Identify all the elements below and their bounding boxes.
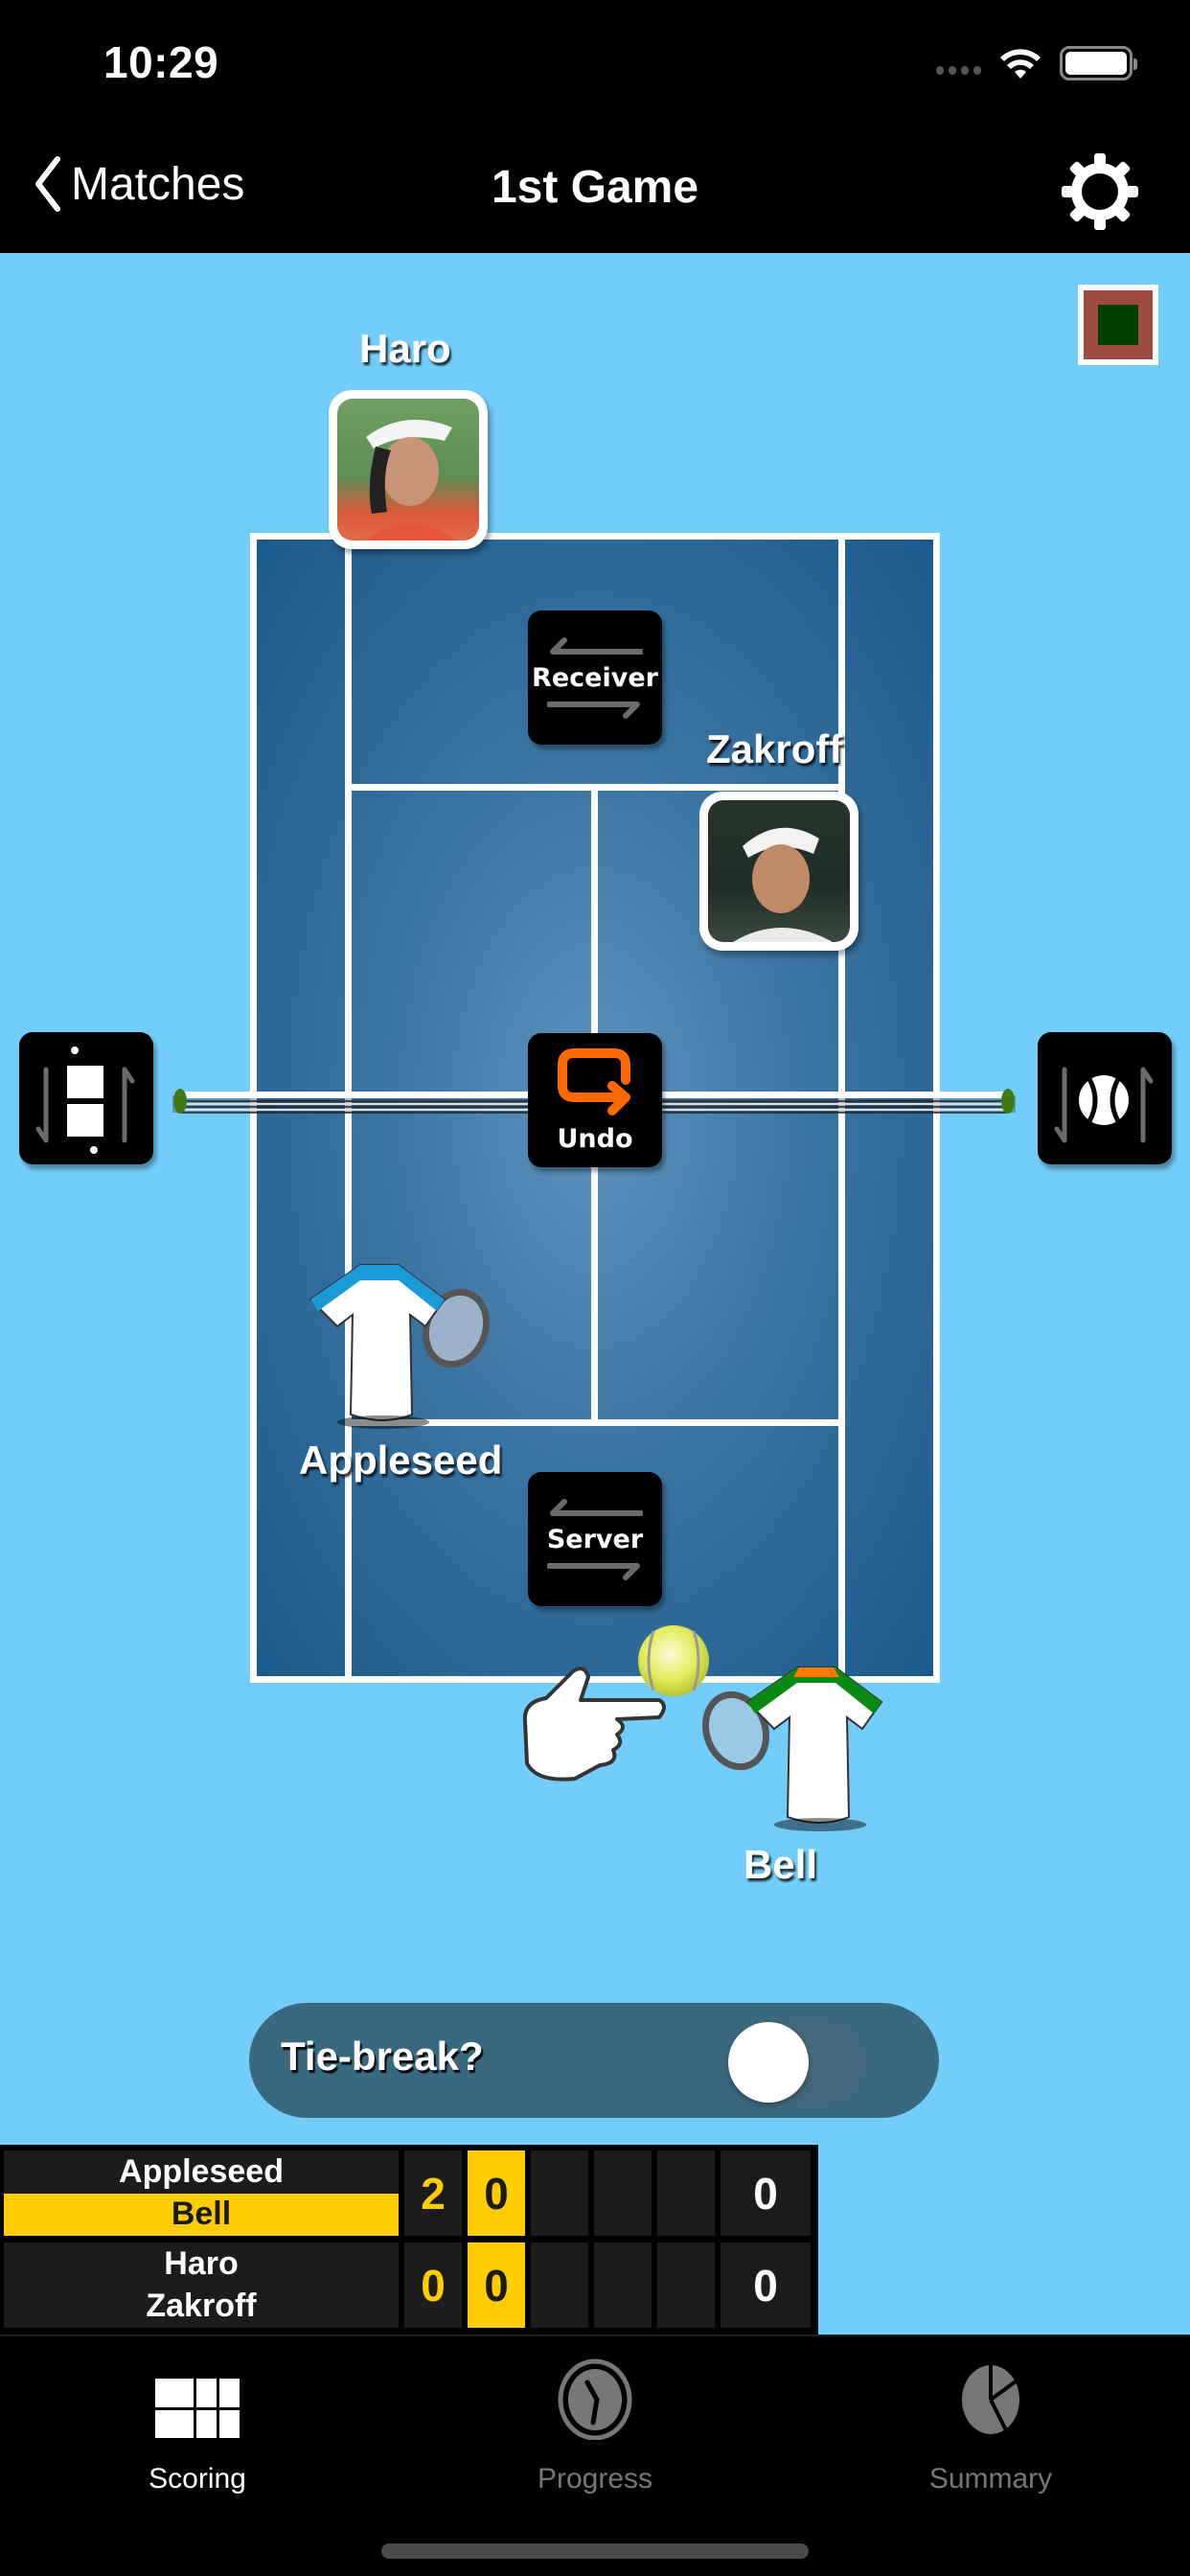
player-shirt-appleseed[interactable]	[303, 1261, 504, 1429]
switch-receiver-button[interactable]: Receiver	[528, 610, 662, 745]
cellular-signal-icon	[936, 65, 981, 75]
undo-button[interactable]: Undo	[528, 1033, 662, 1167]
team-2-player-2: Zakroff	[146, 2288, 257, 2325]
arrow-right-icon	[547, 1562, 640, 1580]
tab-progress[interactable]: Progress	[470, 2356, 720, 2496]
swap-balls-button[interactable]	[1038, 1032, 1172, 1164]
home-indicator	[381, 2543, 809, 2559]
tennis-ball-icon	[638, 1625, 709, 1696]
receiver-label: Receiver	[532, 662, 658, 693]
arrow-left-icon	[550, 1498, 643, 1516]
player-label-zakroff: Zakroff	[706, 726, 843, 771]
score-cell-empty	[531, 2150, 588, 2236]
court-line	[345, 540, 352, 1676]
tab-label: Summary	[928, 2463, 1053, 2495]
tab-scoring[interactable]: Scoring	[73, 2356, 322, 2496]
swap-ends-button[interactable]	[19, 1032, 153, 1164]
set-score: 0	[404, 2242, 462, 2328]
arrow-right-icon	[547, 701, 640, 719]
team-2-player-1: Haro	[164, 2244, 239, 2282]
back-label: Matches	[71, 158, 245, 210]
tab-bar: Scoring Progress Summary	[0, 2334, 1190, 2576]
score-cell-empty	[657, 2242, 715, 2328]
chevron-left-icon	[35, 156, 60, 212]
score-cell-empty	[531, 2242, 588, 2328]
team-names: Appleseed Bell	[4, 2150, 399, 2236]
total-score: 0	[721, 2150, 811, 2236]
court-line	[838, 540, 845, 1676]
grid-icon	[155, 2379, 240, 2438]
pointing-hand-icon	[522, 1667, 666, 1782]
score-cell-empty	[594, 2150, 652, 2236]
total-score: 0	[721, 2242, 811, 2328]
current-game-score: 0	[468, 2150, 525, 2236]
player-label-haro: Haro	[359, 326, 451, 371]
pie-chart-icon	[962, 2363, 1021, 2435]
clock-icon	[558, 2358, 632, 2440]
tiebreak-label: Tie-break?	[281, 2034, 484, 2079]
player-shirt-bell[interactable]	[690, 1664, 891, 1831]
court-color-indicator[interactable]	[1078, 285, 1158, 365]
player-avatar-haro	[366, 420, 456, 540]
page-title: 1st Game	[491, 162, 699, 213]
team-names: Haro Zakroff	[4, 2242, 399, 2328]
player-photo-haro[interactable]	[329, 390, 488, 549]
server-label: Server	[546, 1524, 644, 1554]
undo-icon	[558, 1047, 630, 1116]
score-cell-empty	[594, 2242, 652, 2328]
current-game-score: 0	[468, 2242, 525, 2328]
tiebreak-bar: Tie-break?	[249, 2003, 939, 2118]
switch-server-button[interactable]: Server	[528, 1472, 662, 1606]
back-button[interactable]: Matches	[33, 155, 244, 213]
wifi-icon	[1000, 49, 1041, 79]
status-icons	[936, 46, 1137, 80]
tab-summary[interactable]: Summary	[866, 2356, 1115, 2496]
toggle-knob	[728, 2022, 809, 2103]
arrow-left-icon	[550, 636, 643, 655]
status-time: 10:29	[103, 37, 219, 87]
player-label-bell: Bell	[744, 1842, 818, 1887]
player-photo-zakroff[interactable]	[699, 792, 858, 951]
score-row-team-2: Haro Zakroff 0 0 0	[4, 2242, 811, 2328]
score-cell-empty	[657, 2150, 715, 2236]
team-1-player-1: Appleseed	[119, 2152, 284, 2190]
set-score: 2	[404, 2150, 462, 2236]
gear-icon[interactable]	[1060, 151, 1140, 232]
swap-ends-icon	[35, 1046, 135, 1154]
tab-label: Progress	[537, 2463, 653, 2495]
tab-label: Scoring	[149, 2463, 246, 2495]
score-row-team-1: Appleseed Bell 2 0 0	[4, 2150, 811, 2236]
team-1-player-2-serving: Bell	[4, 2193, 399, 2236]
undo-label: Undo	[557, 1123, 633, 1154]
swap-balls-icon	[1054, 1067, 1154, 1143]
scoreboard: Appleseed Bell 2 0 0 Haro Zakroff 0 0 0	[0, 2145, 818, 2334]
battery-icon	[1060, 46, 1137, 80]
navigation-bar: Matches 1st Game	[0, 134, 1190, 253]
status-bar: 10:29	[0, 0, 1190, 134]
player-avatar-zakroff	[733, 827, 833, 942]
tiebreak-toggle[interactable]	[728, 2018, 866, 2106]
player-label-appleseed: Appleseed	[299, 1438, 503, 1483]
